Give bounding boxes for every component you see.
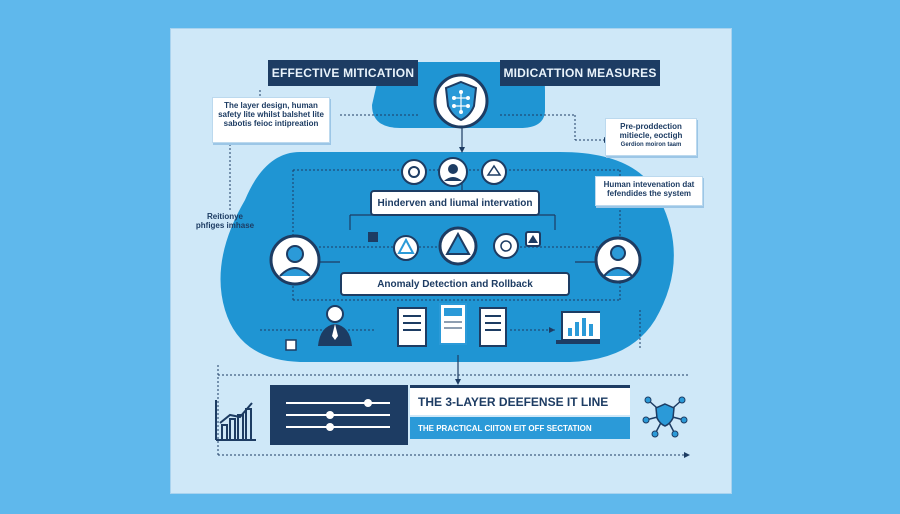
bottom-row-icons xyxy=(285,303,600,351)
process-icon-left xyxy=(401,159,427,185)
warning-icon xyxy=(393,235,419,261)
bar-chart-icon xyxy=(215,400,256,441)
small-box-icon xyxy=(285,339,297,351)
person-icon-left xyxy=(269,234,321,286)
header-right-title: MIDICATTION MEASURES xyxy=(500,60,660,86)
recycle-icon xyxy=(493,233,519,259)
note-top-left: The layer design, human safety lite whil… xyxy=(212,97,330,143)
alert-triangle-icon xyxy=(438,226,478,266)
laptop-chart-icon xyxy=(556,311,600,344)
process-icon-right xyxy=(481,159,507,185)
note-left-mid: Reitionye phfiges imhase xyxy=(195,212,255,230)
slider-lines-icon xyxy=(286,399,390,431)
bottom-banner: THE 3-LAYER DEEFENSE IT LINE THE PRACTIC… xyxy=(270,385,630,445)
flow-label-lower: Anomaly Detection and Rollback xyxy=(340,272,570,296)
slider-panel xyxy=(270,385,408,445)
banner-subtitle: THE PRACTICAL CIITON EIT OFF SECTATION xyxy=(410,417,630,439)
person-icon-right xyxy=(594,236,642,284)
document-icon-2 xyxy=(439,303,467,345)
status-icon xyxy=(368,232,378,242)
middle-row-icons xyxy=(269,226,642,286)
header-left-title: EFFECTIVE MITICATION xyxy=(268,60,418,86)
note-right-mid: Human intevenation dat fefendides the sy… xyxy=(595,176,703,206)
small-alert-icon xyxy=(525,231,541,247)
note-top-right-main: Pre-proddection mitiecle, eoctigh xyxy=(619,122,683,140)
banner-title: THE 3-LAYER DEEFENSE IT LINE xyxy=(410,385,630,415)
document-icon-3 xyxy=(479,307,507,347)
network-shield-icon xyxy=(642,396,688,438)
flow-label-upper: Hinderven and liumal intervation xyxy=(370,190,540,216)
note-top-right: Pre-proddection mitiecle, eoctigh Gerdio… xyxy=(605,118,697,156)
team-icon xyxy=(438,157,468,187)
person-suit-icon xyxy=(318,305,352,346)
note-top-right-sub: Gerdion moiron taam xyxy=(620,142,682,148)
document-icon-1 xyxy=(397,307,427,347)
shield-network-icon xyxy=(433,73,489,129)
small-icons-row xyxy=(401,157,507,187)
